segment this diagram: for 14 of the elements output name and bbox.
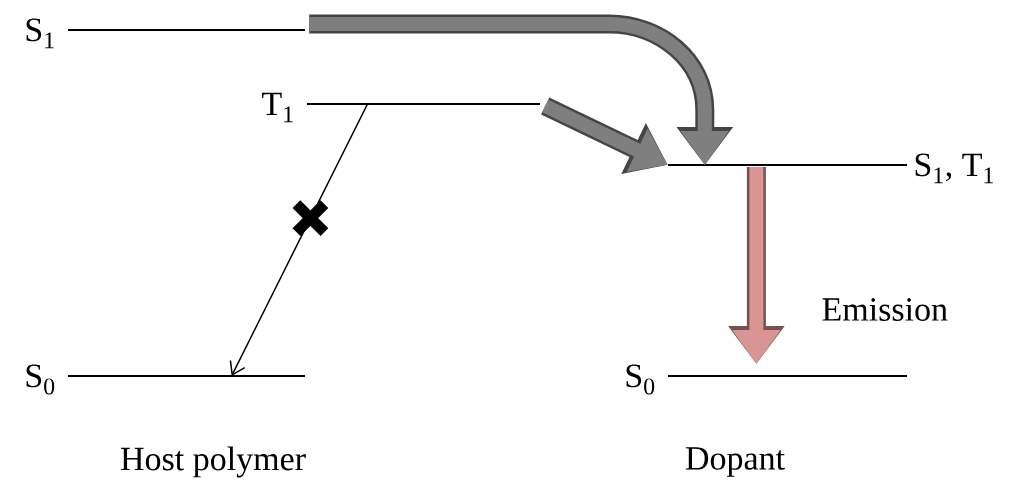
node-label: S$_{0}$ (26, 364, 55, 395)
caption-text: Dopant (685, 447, 785, 477)
node-label: S$_{1}$ (26, 18, 54, 49)
energy-level: S$_{0}$ (626, 364, 907, 395)
energy-level: T$_{1}$ (262, 92, 540, 123)
energy-level: S$_{1}$ (26, 18, 305, 49)
energy-level: S$_{1}$, T$_{1}$ (668, 153, 993, 184)
node-label: S$_{1}$, T$_{1}$ (915, 153, 993, 184)
node-label: S$_{0}$ (626, 364, 655, 395)
caption-text: Host polymer (120, 446, 306, 478)
edge-label: Emission (822, 298, 948, 321)
arrow (229, 103, 369, 376)
node-label: T$_{1}$ (262, 92, 293, 123)
energy-level: S$_{0}$ (26, 364, 305, 395)
